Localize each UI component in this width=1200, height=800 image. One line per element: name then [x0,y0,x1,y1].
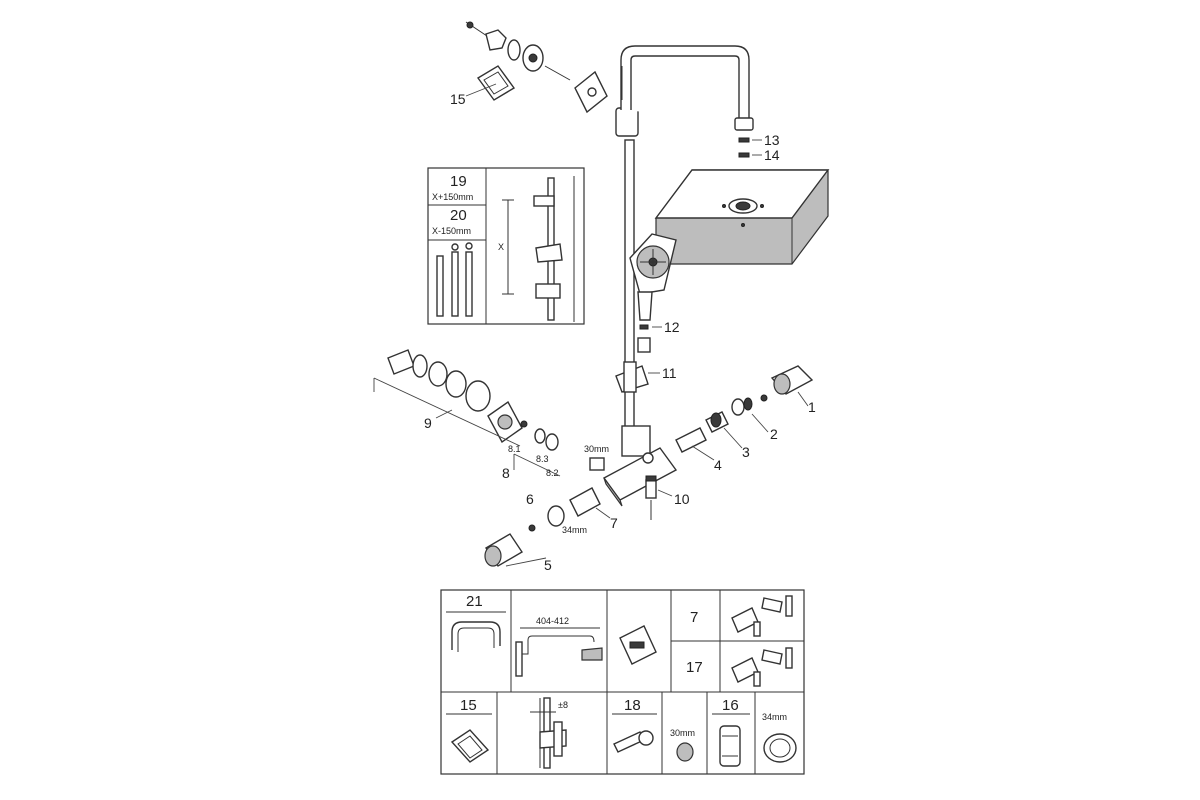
label-part-12: 12 [664,319,680,335]
label-part-2: 2 [770,426,778,442]
offset-dimension: ±8 [558,700,568,710]
label-part-6: 6 [526,491,534,507]
cell-17-number: 17 [686,659,703,676]
cell-16-dimension: 34mm [762,712,787,722]
cell-18-number: 18 [624,697,641,714]
arm-span-dimension: 404-412 [536,616,569,626]
label-part-7: 7 [610,515,618,531]
label-part-13: 13 [764,132,780,148]
variant-19-dimension: X+150mm [432,192,473,202]
label-part-3: 3 [742,444,750,460]
variant-20-number: 20 [450,207,467,224]
label-part-8-3: 8.3 [536,454,549,464]
variant-19-number: 19 [450,173,467,190]
part-number-labels: 15 13 14 12 11 1 2 3 4 10 9 8 8.1 8.3 8.… [424,91,816,573]
cell-7-number: 7 [690,609,698,626]
label-part-4: 4 [714,457,722,473]
rail-length-variant-box: 19 X+150mm 20 X-150mm X [427,167,585,325]
left-cartridge-parts [373,349,611,567]
label-part-8-1: 8.1 [508,444,521,454]
label-part-5: 5 [544,557,552,573]
label-dim-30mm: 30mm [584,444,609,454]
accessories-table: 21 404-412 7 17 15 ±8 18 30mm 1 [440,589,805,775]
cell-21-number: 21 [466,593,483,610]
label-part-10: 10 [674,491,690,507]
wall-bracket-assembly [465,21,608,114]
cell-15-number: 15 [460,697,477,714]
cell-16-number: 16 [722,697,739,714]
riser-rail-assembly [615,45,762,441]
label-part-8: 8 [502,465,510,481]
overhead-shower-head [654,169,830,265]
label-part-1: 1 [808,399,816,415]
label-dim-34mm: 34mm [562,525,587,535]
thermostat-body [602,425,678,520]
label-part-14: 14 [764,147,780,163]
label-part-11: 11 [662,365,677,381]
variant-20-dimension: X-150mm [432,226,471,236]
shower-holder [615,361,660,393]
label-part-8-2: 8.2 [546,468,559,478]
label-part-9: 9 [424,415,432,431]
right-cartridge-parts [675,365,814,461]
label-dim-x: X [498,242,504,252]
cell-18-dimension: 30mm [670,728,695,738]
hand-shower [629,233,677,353]
label-part-15: 15 [450,91,466,107]
